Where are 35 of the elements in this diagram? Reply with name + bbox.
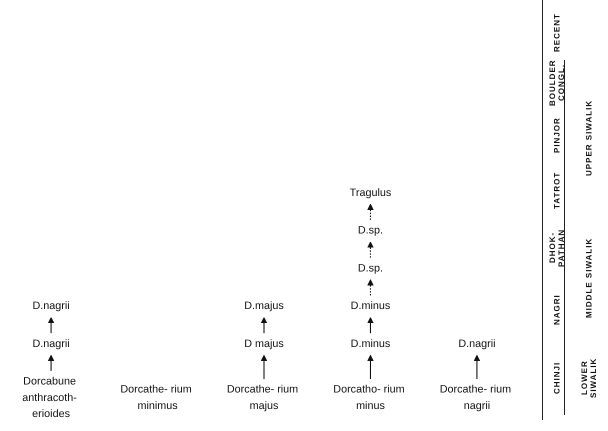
stage-label: DHOK- PATHAN xyxy=(548,227,566,269)
series-label: MIDDLE SIWALIK xyxy=(584,237,594,318)
node-text: D.majus xyxy=(244,300,284,312)
stage-label: TATROT xyxy=(552,171,562,209)
node-text: Tragulus xyxy=(350,186,392,199)
series-label: UPPER SIWALIK xyxy=(584,99,594,176)
arrow xyxy=(367,354,374,380)
stage-label: CHINJI xyxy=(552,361,562,394)
arrow xyxy=(260,354,268,380)
node-text: D.sp. xyxy=(358,262,384,274)
stage-label: RECENT xyxy=(552,13,562,52)
arrow xyxy=(260,317,268,334)
arrow xyxy=(367,242,374,258)
node-text: Dorcabune anthracoth- erioides xyxy=(22,375,77,420)
arrow xyxy=(48,317,54,334)
arrow xyxy=(48,354,54,371)
node-text: D.nagrii xyxy=(32,337,70,350)
node-text: D.sp. xyxy=(358,224,384,236)
node-text: Dorcathe- rium minimus xyxy=(120,383,192,412)
arrow xyxy=(367,317,374,334)
arrow xyxy=(474,354,480,380)
node-text: D.nagrii xyxy=(458,337,496,350)
stage-label: NAGRI xyxy=(552,294,562,326)
stage-label: PINJOR xyxy=(552,117,562,153)
series-label: LOWER SIWALIK xyxy=(580,356,598,400)
stage-label: BOULDER CONGL. xyxy=(548,59,566,106)
node-text: D.minus xyxy=(350,300,390,312)
node-text: Dorcathe- rium majus xyxy=(226,383,298,412)
node-text: D.nagrii xyxy=(32,300,70,312)
node-text: D.minus xyxy=(350,337,390,350)
node-text: D majus xyxy=(244,337,284,350)
arrow xyxy=(367,204,374,220)
arrow xyxy=(367,279,374,296)
node-text: Dorcathe- rium nagrii xyxy=(440,383,512,412)
node-text: Dorcatho- rium minus xyxy=(333,383,405,412)
